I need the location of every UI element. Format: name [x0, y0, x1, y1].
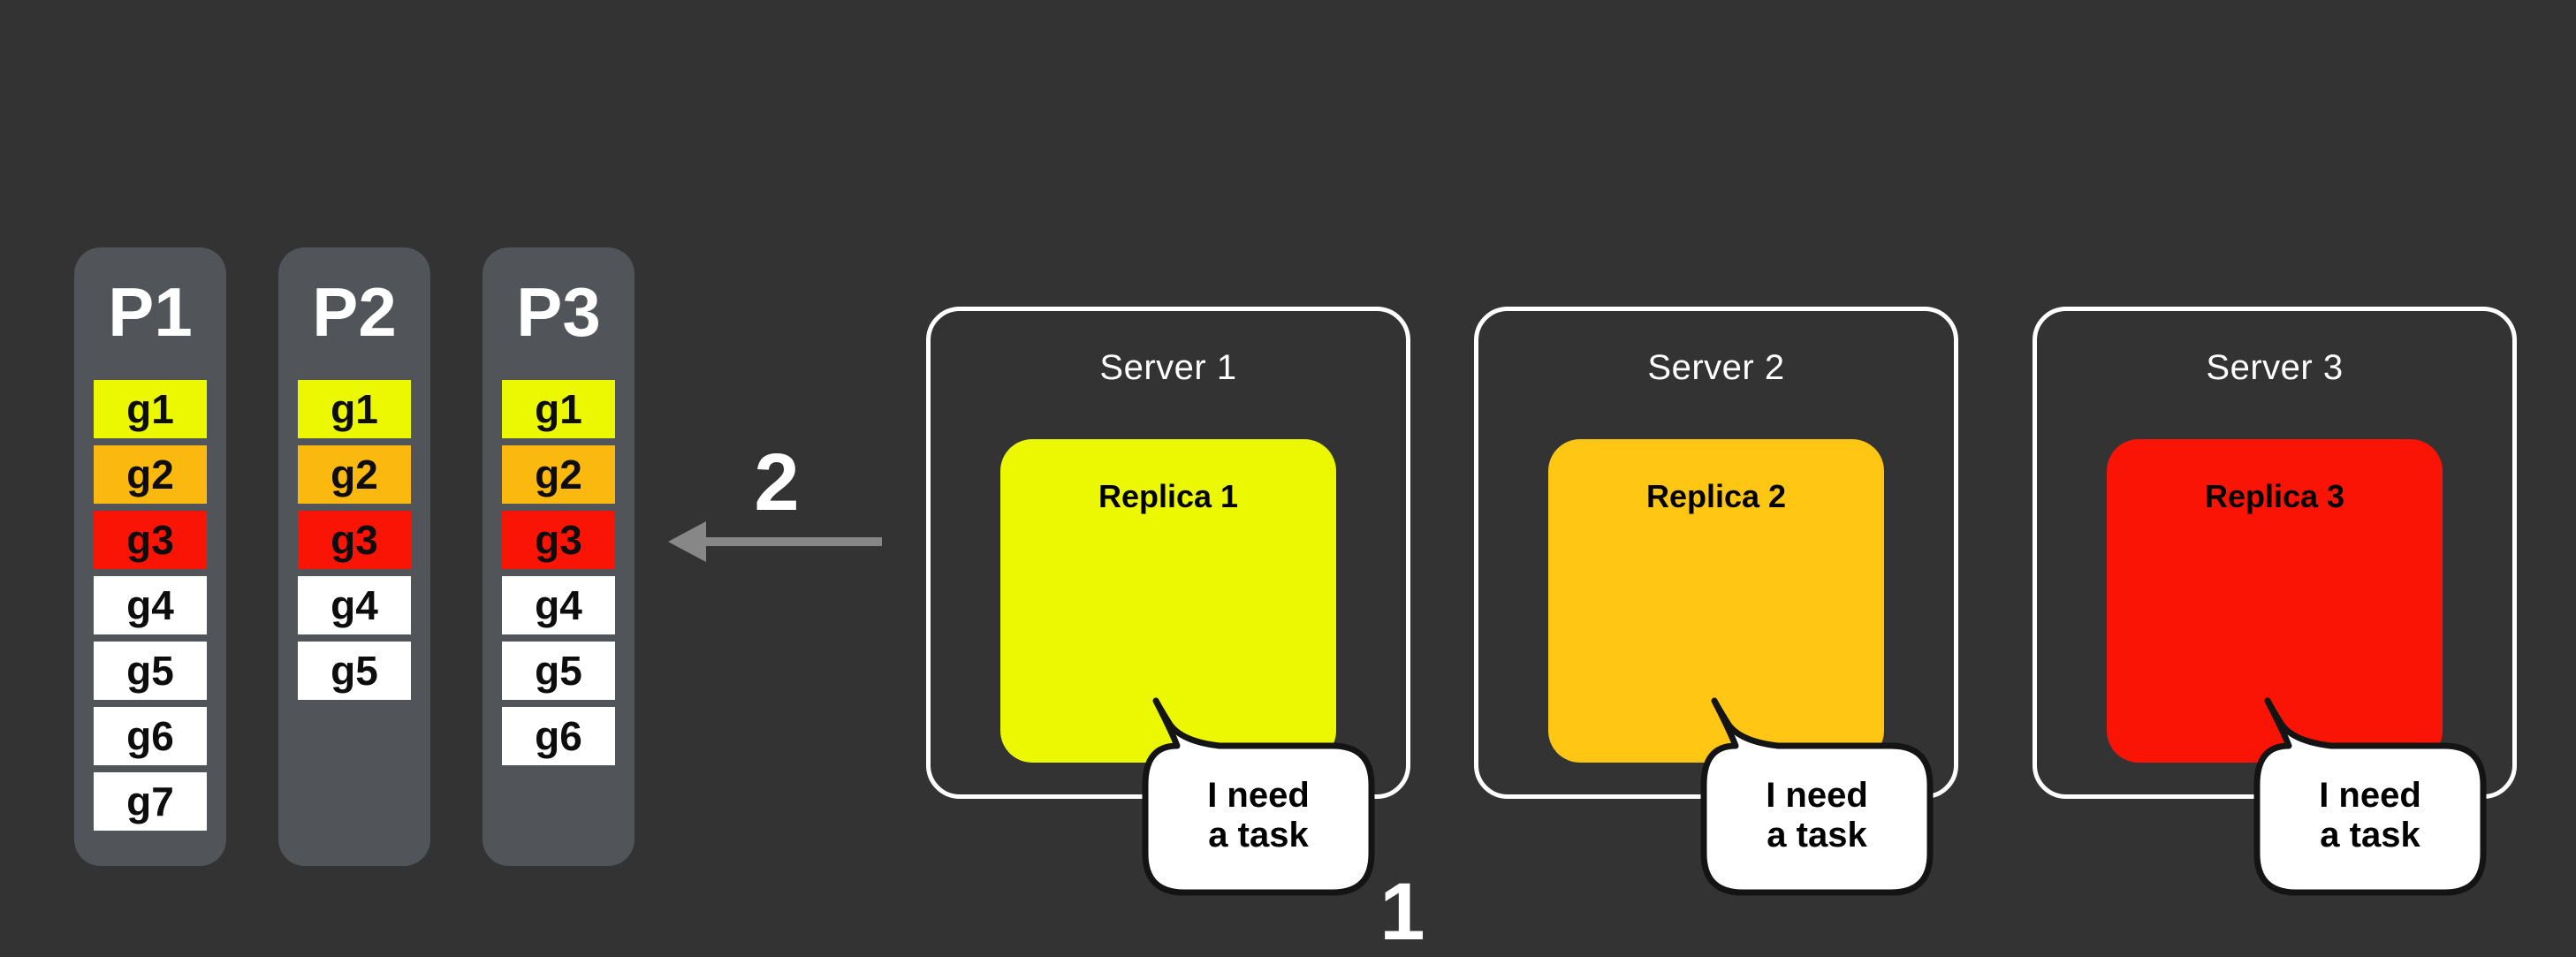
bubble-line-1: I need: [1207, 776, 1310, 815]
task-box: g2: [502, 445, 615, 504]
task-box: g4: [502, 576, 615, 634]
speech-bubble-3: I need a task: [2250, 689, 2490, 901]
priority-queue-p3: P3 g1 g2 g3 g4 g5 g6: [483, 247, 635, 866]
task-box: g1: [502, 380, 615, 438]
task-box: g2: [298, 445, 411, 504]
bubble-text: I need a task: [1138, 776, 1379, 855]
bubble-text: I need a task: [1697, 776, 1937, 855]
bubble-line-1: I need: [1766, 776, 1868, 815]
task-box: g3: [502, 511, 615, 569]
task-list: g1 g2 g3 g4 g5 g6: [502, 380, 615, 772]
task-box: g1: [298, 380, 411, 438]
task-box: g5: [94, 642, 207, 700]
replica-label: Replica 1: [1098, 478, 1239, 514]
priority-queue-p2: P2 g1 g2 g3 g4 g5: [278, 247, 430, 866]
task-list: g1 g2 g3 g4 g5: [298, 380, 411, 707]
speech-bubble-1: I need a task: [1138, 689, 1379, 901]
arrow-left-icon: [668, 521, 882, 562]
replica-label: Replica 2: [1645, 478, 1787, 514]
task-box: g6: [502, 707, 615, 765]
task-box: g5: [298, 642, 411, 700]
speech-bubble-shape: [1142, 697, 1375, 896]
step-label-2: 2: [754, 437, 800, 528]
queue-title: P2: [312, 273, 397, 351]
task-box: g4: [298, 576, 411, 634]
server-title: Server 3: [2206, 348, 2344, 387]
speech-bubble-shape: [2253, 697, 2487, 896]
task-box: g3: [94, 511, 207, 569]
queue-title: P1: [108, 273, 193, 351]
task-box: g1: [94, 380, 207, 438]
task-box: g4: [94, 576, 207, 634]
priority-queue-p1: P1 g1 g2 g3 g4 g5 g6 g7: [74, 247, 226, 866]
task-box: g7: [94, 772, 207, 831]
bubble-line-1: I need: [2319, 776, 2421, 815]
speech-bubble-shape: [1700, 697, 1934, 896]
bubble-line-2: a task: [2320, 816, 2420, 854]
replica-1-box: Replica 1: [1000, 439, 1336, 763]
speech-bubble-2: I need a task: [1697, 689, 1937, 901]
task-box: g2: [94, 445, 207, 504]
task-box: g5: [502, 642, 615, 700]
replica-label: Replica 3: [2204, 478, 2345, 514]
bubble-line-2: a task: [1767, 816, 1867, 854]
bubble-text: I need a task: [2250, 776, 2490, 855]
bubble-line-2: a task: [1208, 816, 1309, 854]
server-1-box: Server 1 Replica 1: [926, 307, 1410, 799]
queue-title: P3: [516, 273, 601, 351]
task-list: g1 g2 g3 g4 g5 g6 g7: [94, 380, 207, 838]
task-box: g6: [94, 707, 207, 765]
server-title: Server 2: [1647, 348, 1785, 387]
server-title: Server 1: [1099, 348, 1237, 387]
task-box: g3: [298, 511, 411, 569]
